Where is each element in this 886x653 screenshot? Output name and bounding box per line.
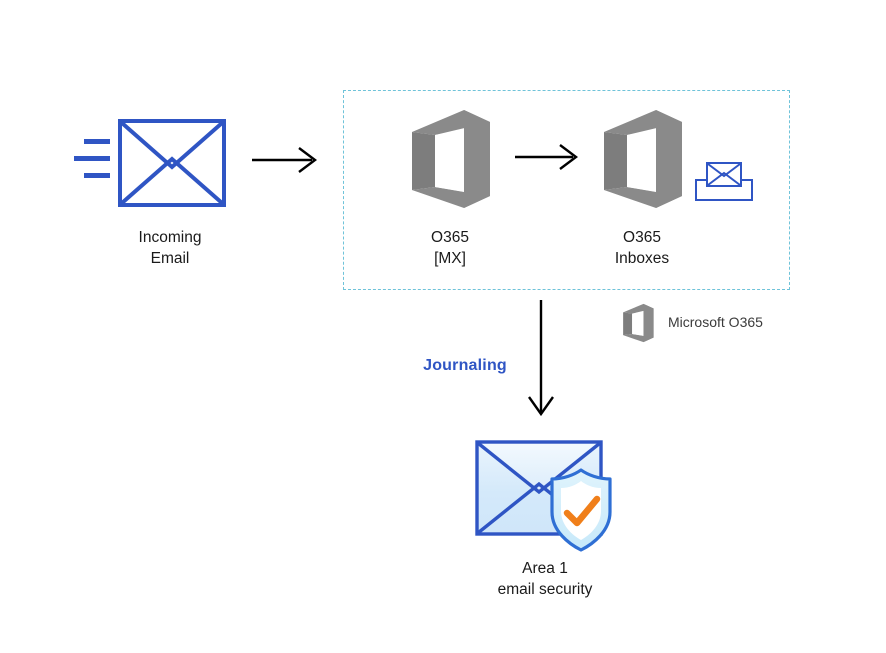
inbox-tray-envelope-icon-wrap — [694, 160, 754, 202]
label-incoming-email: Incoming Email — [138, 229, 202, 268]
envelope-with-motion-lines-icon — [74, 119, 226, 207]
edge-inboxes-to-area1-arrow — [524, 300, 558, 420]
edge-mx-to-inboxes-arrow — [515, 142, 587, 172]
legend-office-logo-wrap — [620, 303, 656, 343]
inbox-tray-envelope-icon — [695, 162, 753, 201]
node-o365-mx[interactable] — [404, 110, 496, 208]
node-o365-inboxes[interactable] — [596, 110, 688, 208]
legend-label-microsoft-o365: Microsoft O365 — [668, 314, 763, 330]
edge-incoming-to-mx-arrow — [252, 145, 322, 175]
node-incoming-email[interactable] — [70, 115, 230, 215]
label-o365-inboxes: O365 Inboxes — [614, 229, 670, 268]
label-journaling: Journaling — [423, 357, 507, 374]
label-area1-email-security: Area 1 email security — [497, 560, 593, 599]
o365-boundary-zone — [343, 90, 790, 290]
microsoft-office-logo-icon — [623, 303, 654, 343]
microsoft-office-logo-icon — [604, 110, 682, 208]
envelope-shield-check-icon — [475, 440, 612, 552]
microsoft-office-logo-icon — [412, 110, 490, 208]
node-area1-email-security[interactable] — [465, 430, 635, 555]
label-o365-mx: O365 [MX] — [431, 229, 469, 268]
